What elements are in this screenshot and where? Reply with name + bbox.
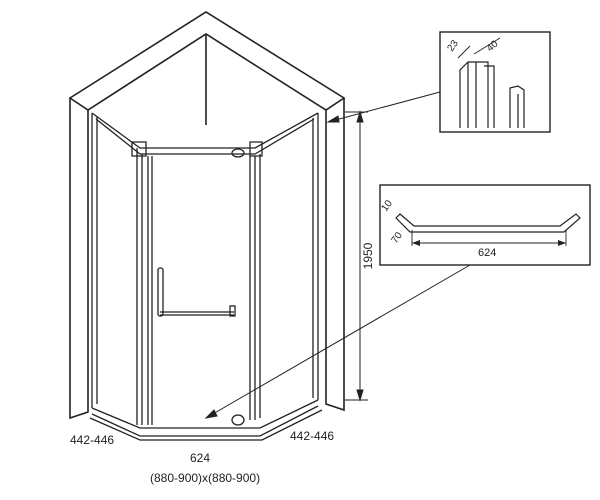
front-panel-dimension-label: 624 [190, 451, 210, 465]
right-wall [325, 98, 345, 412]
right-side-dimension-label: 442-446 [290, 429, 334, 443]
tray-detail-box [379, 184, 591, 266]
left-wall [69, 98, 89, 420]
bottom-rail [91, 399, 319, 429]
door-handle-knob [229, 305, 236, 317]
tray-thickness-label: 10 [379, 198, 395, 214]
profile-detail-box [439, 31, 551, 133]
top-rail-inner [95, 118, 315, 155]
left-side-dimension-label: 442-446 [70, 433, 114, 447]
top-rail [91, 112, 319, 149]
top-left-hinge-block [131, 141, 147, 157]
height-dimension [345, 110, 368, 402]
profile-width-label: 40 [485, 38, 501, 54]
height-label: 1950 [361, 242, 375, 269]
profile-depth-label: 23 [445, 38, 461, 54]
corner-walls [68, 11, 346, 420]
tray-leader [204, 264, 471, 419]
bottom-hinge-hole [231, 414, 245, 426]
door-handle-vertical [157, 267, 164, 317]
tray-length-label: 624 [478, 247, 496, 259]
bottom-tray [89, 409, 323, 441]
overall-size-label: (880-900)x(880-900) [150, 471, 260, 485]
profile-leader [326, 91, 441, 123]
enclosure-frame [89, 112, 323, 441]
tray-edge-label: 70 [389, 230, 405, 246]
bottom-rail-lower [91, 405, 319, 437]
top-hinge-hole [231, 148, 245, 158]
top-right-hinge-block [249, 141, 263, 157]
wall-top-outline [68, 11, 346, 111]
